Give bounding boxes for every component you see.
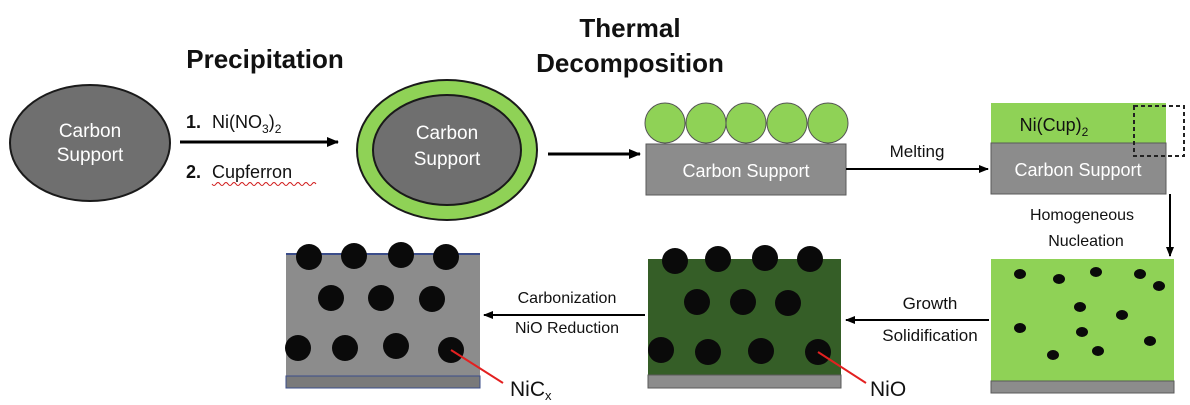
nicx-particle — [433, 244, 459, 270]
reagent-1-subscript: 3 — [262, 122, 269, 136]
nicx-label: NiCx — [510, 378, 552, 403]
nio-particle — [797, 246, 823, 272]
complex-sphere — [725, 102, 767, 144]
reagent-1-label: 1. Ni(NO3)2 — [186, 112, 282, 136]
nucleus-dot — [1092, 346, 1104, 356]
coated-support-label-line2: Support — [414, 149, 481, 170]
reagent-1-close: ) — [269, 112, 275, 132]
coated-carbon-support: Carbon Support — [356, 79, 538, 221]
thermal-heading-line1: Thermal — [579, 13, 680, 43]
decomposed-layer: Carbon Support — [644, 102, 849, 196]
complex-sphere — [644, 102, 686, 144]
nicx-particle — [368, 285, 394, 311]
carbon-support-slab-2 — [990, 142, 1167, 195]
reagent-1-name: Ni(NO — [212, 112, 262, 132]
nicup-label-main: Ni(Cup) — [1020, 115, 1082, 135]
nio-label: NiO — [870, 378, 906, 401]
growth-label-line2: Solidification — [882, 326, 977, 345]
nicup-label: Ni(Cup)2 — [1020, 115, 1089, 139]
solidified-layer-base — [647, 374, 842, 389]
complex-sphere — [685, 102, 727, 144]
nucleation-label-line1: Homogeneous — [1030, 207, 1134, 224]
carbon-support-label-line2: Support — [57, 145, 124, 166]
nucleus-dot — [1014, 269, 1026, 279]
nucleated-layer-base — [990, 380, 1175, 394]
nio-pointer — [817, 351, 867, 384]
coated-support-label-line1: Carbon — [416, 123, 478, 144]
carbon-support-slab-label: Carbon Support — [682, 161, 809, 181]
complex-sphere — [807, 102, 849, 144]
carbon-support-label-line1: Carbon — [59, 121, 121, 142]
reagent-2-name: Cupferron — [212, 162, 292, 182]
nicx-particle — [318, 285, 344, 311]
nicx-label-sub: x — [545, 388, 552, 403]
thermal-heading-line2: Decomposition — [536, 48, 724, 78]
nucleus-dot — [1153, 281, 1165, 291]
nicx-particle — [419, 286, 445, 312]
nucleus-dot — [1144, 336, 1156, 346]
nicx-pointer — [450, 349, 504, 384]
nio-particle — [648, 337, 674, 363]
nio-particle — [705, 246, 731, 272]
nicx-particle — [383, 333, 409, 359]
nucleus-dot — [1047, 350, 1059, 360]
nicup-label-sub: 2 — [1082, 125, 1089, 139]
nucleus-dot — [1053, 274, 1065, 284]
nucleus-dot — [1074, 302, 1086, 312]
melting-label: Melting — [890, 142, 945, 161]
complex-sphere — [766, 102, 808, 144]
solidified-layer — [647, 245, 842, 389]
zoom-region-box — [1133, 105, 1185, 157]
nucleus-dot — [1116, 310, 1128, 320]
nio-particle — [752, 245, 778, 271]
nicx-label-main: NiC — [510, 378, 545, 401]
carbonized-layer-base — [285, 375, 481, 389]
reagent-2-label: 2. Cupferron — [186, 162, 292, 182]
precipitation-heading: Precipitation — [186, 44, 343, 74]
growth-label-line1: Growth — [903, 294, 958, 313]
spellcheck-underline — [211, 182, 317, 186]
nicx-particle — [332, 335, 358, 361]
melted-layer: Ni(Cup)2 Carbon Support — [990, 103, 1185, 195]
nicx-particle — [388, 242, 414, 268]
nio-particle — [748, 338, 774, 364]
carbonization-label-line2: NiO Reduction — [515, 320, 619, 337]
nucleated-layer — [990, 259, 1175, 394]
nio-particle — [695, 339, 721, 365]
nucleus-dot — [1090, 267, 1102, 277]
reagent-2-number: 2. — [186, 162, 201, 182]
carbon-support-slab — [645, 143, 847, 196]
nicx-particle — [285, 335, 311, 361]
nicup-layer — [991, 103, 1166, 143]
nucleus-dot — [1134, 269, 1146, 279]
nucleation-label-line2: Nucleation — [1048, 233, 1124, 250]
carbonized-layer — [285, 242, 481, 389]
nio-particle — [730, 289, 756, 315]
carbonization-label-line1: Carbonization — [518, 290, 617, 307]
reagent-1-subscript-2: 2 — [275, 122, 282, 136]
carbon-support-slab-2-label: Carbon Support — [1014, 160, 1141, 180]
nucleus-dot — [1014, 323, 1026, 333]
reagent-1-number: 1. — [186, 112, 201, 132]
nio-particle — [684, 289, 710, 315]
carbon-support-ellipse: Carbon Support — [9, 84, 171, 202]
nicx-particle — [341, 243, 367, 269]
nio-particle — [662, 248, 688, 274]
nicx-particle — [296, 244, 322, 270]
nucleus-dot — [1076, 327, 1088, 337]
nio-particle — [775, 290, 801, 316]
